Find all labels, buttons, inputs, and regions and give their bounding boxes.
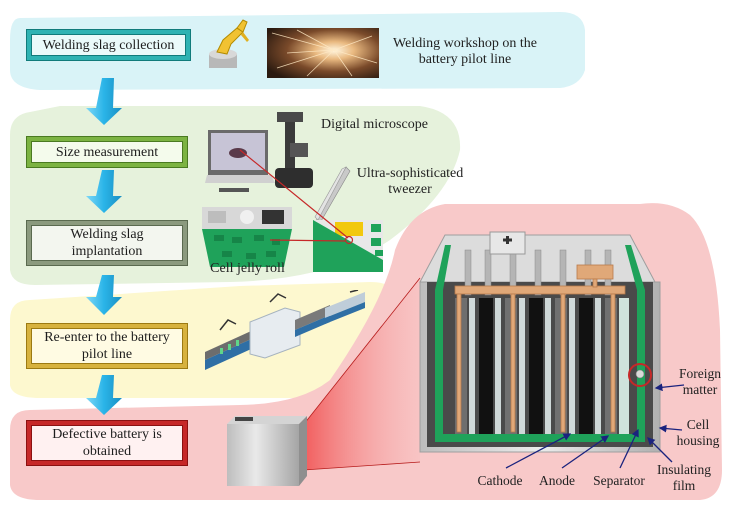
flow-arrows — [86, 78, 122, 415]
step-welding-slag-collection: Welding slag collection — [27, 30, 190, 60]
step-re-enter-pilot-line: Re-enter to the battery pilot line — [27, 324, 187, 368]
label-line: matter — [682, 382, 718, 397]
copper-busbar — [454, 264, 626, 433]
cathode-label: Cathode — [477, 473, 523, 488]
tweezer-caption: Ultra-sophisticated tweezer — [345, 166, 475, 198]
step-welding-slag-implantation: Welding slag implantation — [27, 221, 187, 265]
step-defective-battery: Defective battery is obtained — [27, 421, 187, 465]
step-label: Welding slag implantation — [70, 227, 144, 259]
welding-workshop-caption: Welding workshop on the battery pilot li… — [380, 36, 550, 68]
foreign-matter-marker — [628, 363, 652, 387]
step-size-measurement: Size measurement — [27, 137, 187, 167]
caption-line: Ultra-sophisticated — [356, 166, 464, 181]
separator-label: Separator — [593, 473, 645, 488]
cell-jelly-roll-caption: Cell jelly roll — [210, 261, 285, 276]
pilot-line-conveyor-image — [205, 290, 365, 370]
down-arrow-icon — [86, 78, 122, 125]
cell-jelly-roll-image — [202, 207, 292, 267]
label-line: housing — [676, 433, 720, 448]
label-line: Cell — [686, 417, 710, 432]
down-arrow-icon — [86, 275, 122, 315]
defective-battery-image — [227, 416, 307, 486]
insulating-film-label: Insulating film — [648, 462, 720, 494]
robot-arm-icon — [209, 19, 249, 68]
step-label: Size measurement — [55, 144, 159, 160]
down-arrow-icon — [86, 170, 122, 213]
label-line: Foreign — [679, 366, 721, 381]
anode-label: Anode — [539, 473, 575, 488]
label-line: film — [672, 478, 696, 493]
caption-line: Welding workshop on the — [393, 36, 537, 51]
caption-line: battery pilot line — [418, 52, 512, 67]
step-label: Welding slag collection — [42, 37, 175, 53]
cell-housing-label: Cell housing — [666, 417, 730, 449]
step-label: Re-enter to the battery pilot line — [44, 330, 170, 362]
jelly-roll-closeup-image — [313, 220, 383, 272]
caption-line: tweezer — [388, 182, 432, 197]
step-label: Defective battery is obtained — [52, 427, 162, 459]
label-line: Insulating — [657, 462, 711, 477]
cell-cross-section-diagram — [419, 231, 661, 453]
welding-workshop-photo — [267, 28, 379, 78]
digital-microscope-image — [205, 112, 313, 192]
down-arrow-icon — [86, 375, 122, 415]
foreign-matter-label: Foreign matter — [670, 366, 730, 398]
digital-microscope-caption: Digital microscope — [321, 117, 428, 132]
